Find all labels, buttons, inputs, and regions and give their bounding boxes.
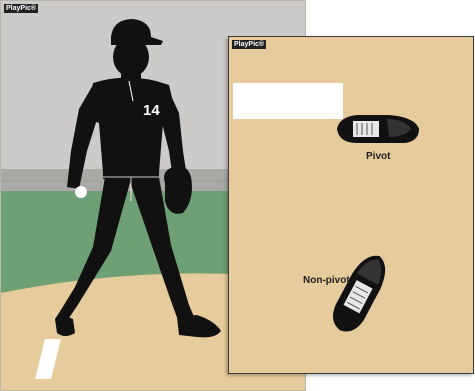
non-pivot-shoe-icon: [326, 249, 394, 338]
baseball: [75, 186, 87, 198]
foot-diagram: [229, 37, 473, 373]
pivot-label: Pivot: [366, 151, 390, 162]
foot-placement-panel: PlayPic® Pivot: [228, 36, 474, 374]
jersey-number: 14: [143, 102, 160, 119]
pivot-shoe-icon: [337, 115, 419, 143]
playpic-logo: PlayPic®: [4, 4, 38, 13]
non-pivot-label: Non-pivot: [303, 275, 350, 286]
